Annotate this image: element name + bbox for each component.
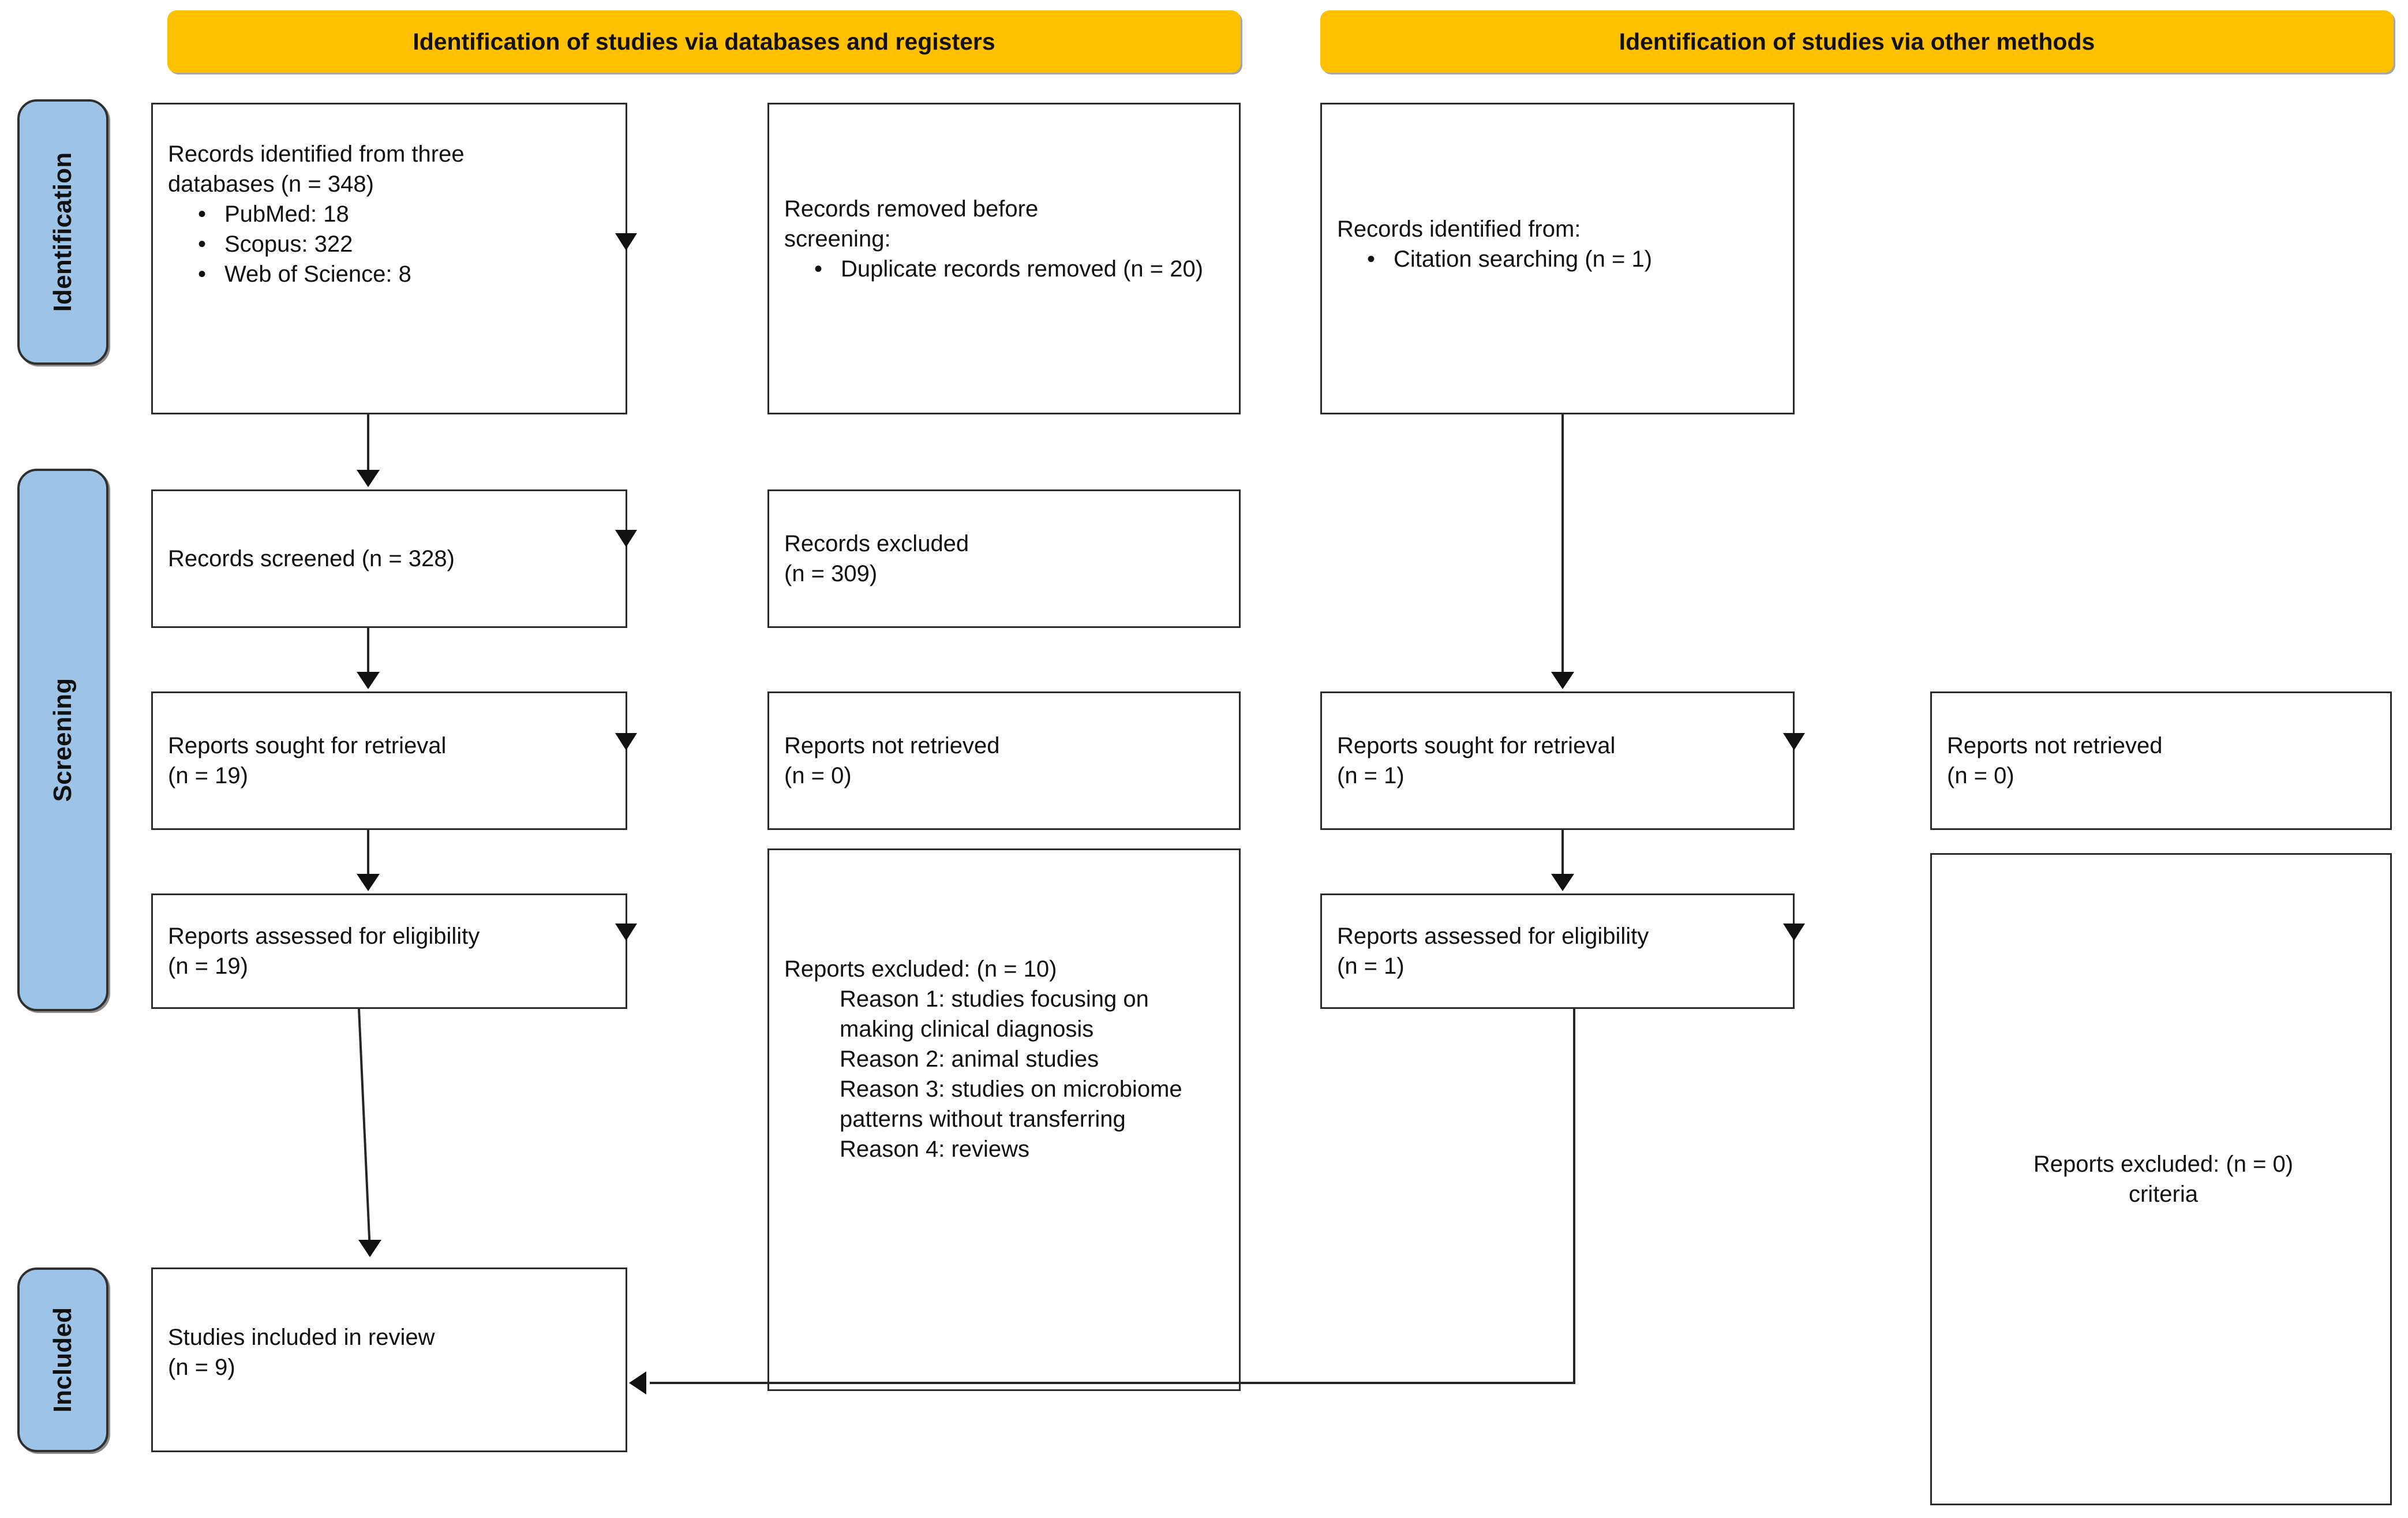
arrow-identified-to-screened [357,470,380,487]
arrow-other-identified-to-sought [1551,672,1574,689]
connector-marker-reports-assessed-db [615,923,637,941]
stage-pill-identification: Identification [17,99,108,365]
connector-assessed-to-included [358,1008,372,1256]
box-reports-sought-databases: Reports sought for retrieval (n = 19) [151,691,627,830]
bullet-dot-icon: • [1367,246,1376,272]
box-records-excluded: Records excluded (n = 309) [767,489,1241,628]
reports-sought-db-line1: Reports sought for retrieval [168,733,447,758]
reports-excluded-other-line2: criteria [2128,1182,2199,1207]
connector-other-assessed-elbow-vertical [1573,1009,1575,1384]
box-reports-assessed-other: Reports assessed for eligibility (n = 1) [1320,893,1795,1009]
stage-pill-included-label: Included [48,1307,77,1413]
stage-pill-identification-label: Identification [48,152,77,312]
box-reports-excluded-databases: Reports excluded: (n = 10) Reason 1: stu… [767,848,1241,1391]
reports-not-retrieved-db-line2: (n = 0) [784,763,852,788]
reports-sought-other-line1: Reports sought for retrieval [1337,733,1616,758]
records-identified-bullet-2-text: Web of Science: 8 [224,261,411,287]
reports-sought-other-line2: (n = 1) [1337,763,1405,788]
connector-identified-to-screened [367,414,369,472]
connector-marker-records-identified [615,233,637,250]
connector-other-identified-to-sought [1561,414,1564,673]
studies-included-line1: Studies included in review [168,1325,435,1350]
records-removed-line2: screening: [784,224,1229,254]
records-identified-line1: Records identified from three [168,141,465,167]
connector-sought-to-assessed [367,830,369,875]
records-identified-bullet-2: • Web of Science: 8 [198,259,615,289]
stage-pill-screening: Screening [17,469,108,1011]
records-identified-bullet-1: • Scopus: 322 [198,229,615,259]
reports-excluded-db-line1: Reports excluded: (n = 10) [784,956,1057,982]
bullet-dot-icon: • [814,256,823,282]
connector-marker-reports-sought-db [615,733,637,750]
box-records-identified-databases: Records identified from three databases … [151,103,627,414]
connector-marker-records-screened [615,530,637,547]
studies-included-line2: (n = 9) [168,1355,235,1380]
arrow-other-assessed-to-included [629,1371,646,1394]
records-screened-line1: Records screened (n = 328) [168,546,455,571]
bullet-dot-icon: • [198,201,207,227]
section-header-other-methods: Identification of studies via other meth… [1320,10,2394,73]
connector-marker-reports-assessed-other [1783,923,1805,941]
reports-not-retrieved-other-line2: (n = 0) [1947,763,2014,788]
stage-pill-screening-label: Screening [48,678,77,802]
box-reports-assessed-databases: Reports assessed for eligibility (n = 19… [151,893,627,1009]
box-records-removed-before-screening: Records removed before screening: • Dupl… [767,103,1241,414]
reports-excluded-db-reason-0: Reason 1: studies focusing on making cli… [840,986,1156,1042]
box-reports-excluded-other: Reports excluded: (n = 0) criteria [1930,853,2392,1505]
arrow-screened-to-sought [357,672,380,689]
reports-not-retrieved-db-line1: Reports not retrieved [784,733,1000,758]
box-studies-included: Studies included in review (n = 9) [151,1268,627,1452]
arrow-assessed-to-included [358,1240,381,1257]
reports-excluded-db-reason-3: Reason 4: reviews [840,1136,1030,1162]
section-header-other-methods-label: Identification of studies via other meth… [1619,28,2095,55]
records-identified-other-bullet-0: • Citation searching (n = 1) [1367,244,1782,274]
records-identified-bullet-0-text: PubMed: 18 [224,201,349,227]
connector-screened-to-sought [367,628,369,673]
bullet-dot-icon: • [198,231,207,257]
stage-pill-included: Included [17,1268,108,1452]
reports-excluded-other-line1: Reports excluded: (n = 0) [2033,1151,2294,1177]
box-records-identified-other: Records identified from: • Citation sear… [1320,103,1795,414]
records-removed-line1-plain: Records removed [784,196,973,222]
section-header-databases: Identification of studies via databases … [167,10,1241,73]
box-reports-not-retrieved-other: Reports not retrieved (n = 0) [1930,691,2392,830]
reports-assessed-db-line2: (n = 19) [168,954,248,979]
box-reports-sought-other: Reports sought for retrieval (n = 1) [1320,691,1795,830]
reports-assessed-other-line1: Reports assessed for eligibility [1337,923,1649,949]
records-removed-line2-italic: screening [784,226,885,252]
records-removed-bullet-0: • Duplicate records removed (n = 20) [814,254,1229,284]
box-records-screened: Records screened (n = 328) [151,489,627,628]
records-identified-bullet-1-text: Scopus: 322 [224,231,353,257]
reports-excluded-db-reason-2: Reason 3: studies on microbiome patterns… [840,1076,1189,1132]
box-reports-not-retrieved-databases: Reports not retrieved (n = 0) [767,691,1241,830]
records-removed-bullet-0-text: Duplicate records removed (n = 20) [841,256,1204,282]
bullet-dot-icon: • [198,261,207,287]
reports-assessed-db-line1: Reports assessed for eligibility [168,923,480,949]
records-identified-other-bullet-0-text: Citation searching (n = 1) [1394,246,1653,272]
records-identified-line2: databases (n = 348) [168,171,374,197]
records-identified-other-line1: Records identified from: [1337,216,1581,242]
reports-assessed-other-line2: (n = 1) [1337,954,1405,979]
reports-not-retrieved-other-line1: Reports not retrieved [1947,733,2163,758]
records-identified-bullet-0: • PubMed: 18 [198,199,615,229]
records-excluded-line1: Records excluded [784,531,969,556]
section-header-databases-label: Identification of studies via databases … [413,28,995,55]
arrow-other-sought-to-assessed [1551,874,1574,891]
reports-sought-db-line2: (n = 19) [168,763,248,788]
arrow-sought-to-assessed [357,874,380,891]
reports-excluded-db-reason-1: Reason 2: animal studies [840,1046,1099,1072]
connector-other-assessed-elbow-horizontal [650,1382,1575,1384]
connector-marker-reports-sought-other [1783,733,1805,750]
records-excluded-line2: (n = 309) [784,561,878,586]
records-removed-line2-tail: : [884,226,891,252]
records-removed-line1-italic: before [972,196,1039,222]
connector-other-sought-to-assessed [1561,830,1564,875]
records-removed-line1: Records removed before [784,194,1229,224]
